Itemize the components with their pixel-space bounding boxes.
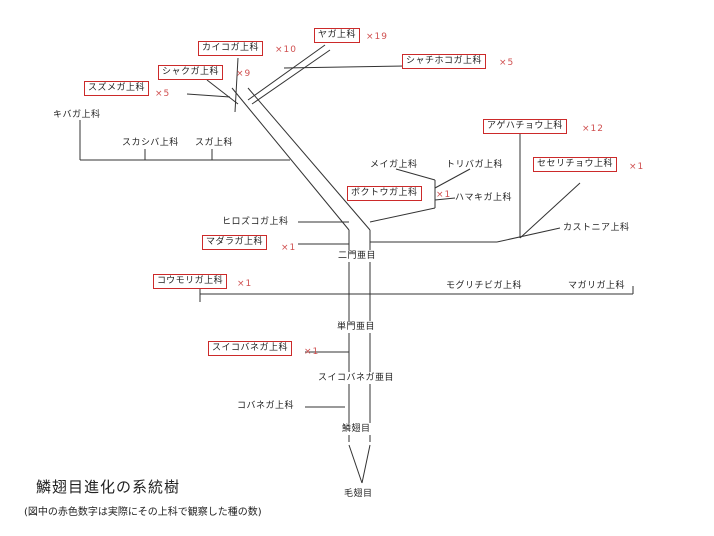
kasutonia-branch: [496, 227, 561, 243]
count-madaraga: ×1: [281, 243, 297, 253]
taxon-magariga: マガリガ上科: [568, 281, 626, 291]
suzumega-branch: [186, 93, 231, 98]
taxon-hamakiga: ハマキガ上科: [455, 193, 513, 203]
count-yaga: ×19: [366, 32, 388, 42]
taxon-suzumega: スズメガ上科: [84, 81, 150, 96]
split-left-line: [348, 444, 363, 484]
shachihokoga-branch: [283, 65, 406, 69]
taxon-shakuga: シャクガ上科: [158, 65, 224, 80]
count-suikobanega: ×1: [304, 347, 320, 357]
taxon-toribaga: トリバガ上科: [446, 160, 504, 170]
count-agehachou: ×12: [582, 124, 604, 134]
count-shachihokoga: ×5: [499, 58, 515, 68]
yaga-branch-1: [247, 44, 326, 101]
group-moushi: 毛翅目: [344, 489, 373, 499]
meiga-branch: [395, 168, 436, 181]
taxon-bokutouga: ボクトウガ上科: [347, 186, 422, 201]
taxon-yaga: ヤガ上科: [314, 28, 361, 43]
taxon-mogurichibiga: モグリチビガ上科: [446, 281, 523, 291]
taxon-agehachou: アゲハチョウ上科: [483, 119, 567, 134]
shakuga-branch: [206, 79, 239, 105]
group-rinshi: 鱗翅目: [342, 423, 371, 435]
taxon-hirozukoga: ヒロズコガ上科: [222, 217, 289, 227]
yaga-branch-2: [251, 49, 331, 105]
taxon-seserichou: セセリチョウ上科: [533, 157, 618, 172]
taxon-madaraga: マダラガ上科: [202, 235, 268, 250]
taxon-kasutonia: カストニア上科: [563, 223, 630, 233]
upper-branch-left: [231, 87, 350, 231]
taxon-shachihokoga: シャチホコガ上科: [402, 54, 487, 69]
taxon-suikobanega: スイコバネガ上科: [208, 341, 293, 356]
count-seserichou: ×1: [629, 162, 645, 172]
count-koumoriga: ×1: [237, 279, 253, 289]
count-bokutouga: ×1: [436, 190, 452, 200]
taxon-kibaga: キバガ上科: [53, 110, 101, 120]
taxon-suga: スガ上科: [195, 138, 234, 148]
seserichou-branch: [519, 182, 581, 239]
toribaga-branch: [434, 168, 471, 189]
diagram-title: 鱗翅目進化の系統樹: [36, 478, 181, 496]
upper-branch-right: [247, 87, 371, 231]
count-kaikoga: ×10: [275, 45, 297, 55]
count-shakuga: ×9: [236, 69, 252, 79]
hamakiga-branch: [434, 197, 456, 201]
taxon-kobanega: コバネガ上科: [237, 401, 295, 411]
kaikoga-branch: [234, 57, 239, 113]
group-suikobanega-sub: スイコバネガ亜目: [318, 372, 395, 384]
group-nimon: 二門亜目: [338, 250, 377, 262]
taxon-koumoriga: コウモリガ上科: [153, 274, 228, 289]
taxon-sukashiba: スカシバ上科: [122, 138, 179, 148]
count-suzumega: ×5: [155, 89, 171, 99]
taxon-meiga: メイガ上科: [370, 160, 418, 170]
diagram-note: (図中の赤色数字は実際にその上科で観察した種の数): [24, 507, 262, 518]
split-right-line: [361, 444, 371, 484]
taxon-kaikoga: カイコガ上科: [198, 41, 264, 56]
group-tanmon: 単門亜目: [337, 321, 376, 333]
bokutouga-branch: [369, 207, 436, 223]
